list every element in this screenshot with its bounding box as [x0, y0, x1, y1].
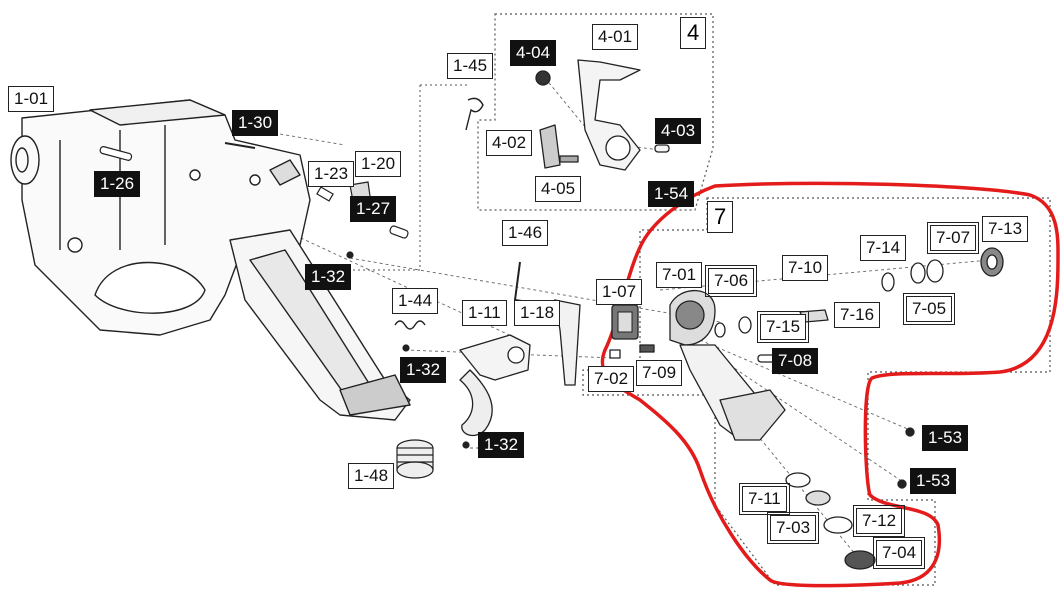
part-label-1-01: 1-01 [8, 86, 55, 112]
part-label-7-07: 7-07 [926, 222, 980, 254]
part-label-7-04: 7-04 [872, 537, 926, 569]
part-label-1-53: 1-53 [922, 425, 969, 451]
part-label-7-08: 7-08 [772, 348, 819, 374]
part-label-1-11: 1-11 [462, 300, 507, 326]
part-label-1-32: 1-32 [478, 432, 525, 458]
part-label-1-20: 1-20 [355, 151, 402, 177]
part-label-4-05: 4-05 [535, 176, 582, 202]
group-1-dashed-outline [330, 84, 470, 271]
part-label-7-02: 7-02 [588, 366, 635, 392]
part-label-1-27: 1-27 [350, 196, 397, 222]
grip-plug [396, 439, 434, 479]
part-label-4-02: 4-02 [486, 130, 533, 156]
part-label-7-15: 7-15 [756, 311, 810, 343]
part-label-1-44: 1-44 [392, 288, 439, 314]
pin-1-26 [99, 146, 133, 161]
part-label-1-46: 1-46 [502, 220, 549, 246]
receiver-frame [10, 99, 311, 336]
group-label-7: 7 [707, 201, 734, 233]
part-label-7-01: 7-01 [656, 262, 703, 288]
part-label-1-54: 1-54 [648, 181, 695, 207]
group-label-4: 4 [680, 17, 707, 49]
part-label-7-10: 7-10 [782, 255, 829, 281]
hammer-group [535, 59, 670, 171]
part-label-1-32: 1-32 [400, 357, 447, 383]
part-label-1-53: 1-53 [910, 468, 957, 494]
part-label-4-01: 4-01 [592, 24, 639, 50]
part-label-1-26: 1-26 [94, 171, 141, 197]
part-label-1-45: 1-45 [447, 53, 494, 79]
part-label-7-05: 7-05 [902, 293, 956, 325]
part-label-1-23: 1-23 [308, 161, 355, 187]
part-label-1-32: 1-32 [305, 264, 352, 290]
valve-group [609, 247, 1004, 570]
pin-1-30 [224, 142, 256, 149]
part-label-7-16: 7-16 [834, 302, 881, 328]
part-label-7-11: 7-11 [739, 483, 790, 515]
part-label-7-13: 7-13 [982, 216, 1029, 242]
part-label-7-06: 7-06 [704, 265, 758, 297]
trigger-assembly [459, 334, 531, 437]
group-4-dashed-box [477, 13, 714, 211]
part-label-4-03: 4-03 [655, 118, 702, 144]
part-label-1-18: 1-18 [514, 300, 561, 326]
part-label-1-48: 1-48 [348, 463, 395, 489]
part-label-4-04: 4-04 [510, 40, 557, 66]
part-label-7-09: 7-09 [636, 360, 683, 386]
part-label-1-07: 1-07 [596, 279, 643, 305]
part-label-7-03: 7-03 [766, 512, 820, 544]
part-label-1-30: 1-30 [232, 110, 279, 136]
part-label-7-12: 7-12 [852, 505, 906, 537]
part-label-7-14: 7-14 [860, 235, 907, 261]
grip-body [229, 229, 411, 421]
spring-1-44 [394, 320, 426, 330]
spring-1-45 [465, 97, 484, 131]
